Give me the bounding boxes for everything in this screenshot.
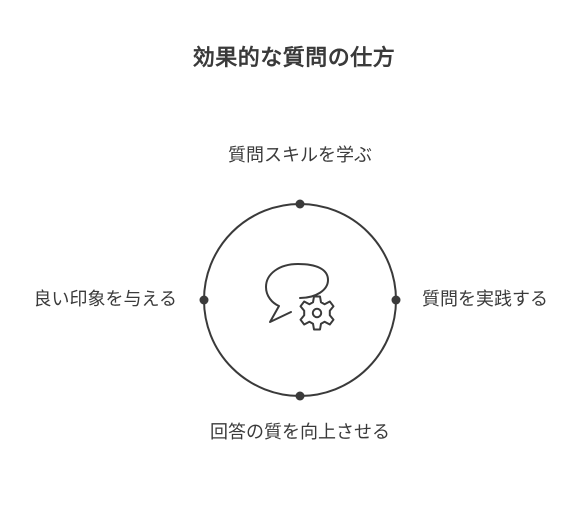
node-dot-bottom [295,391,305,401]
node-dot-left [199,295,209,305]
node-label-left: 良い印象を与える [33,289,177,310]
diagram-title: 効果的な質問の仕方 [192,46,396,71]
node-label-bottom: 回答の質を向上させる [210,422,390,443]
node-dot-top [295,199,305,209]
cycle-circle [203,203,397,397]
node-label-right: 質問を実践する [422,289,548,310]
node-label-top: 質問スキルを学ぶ [228,145,372,166]
speech-bubble-gear-icon [265,263,335,331]
node-dot-right [391,295,401,305]
